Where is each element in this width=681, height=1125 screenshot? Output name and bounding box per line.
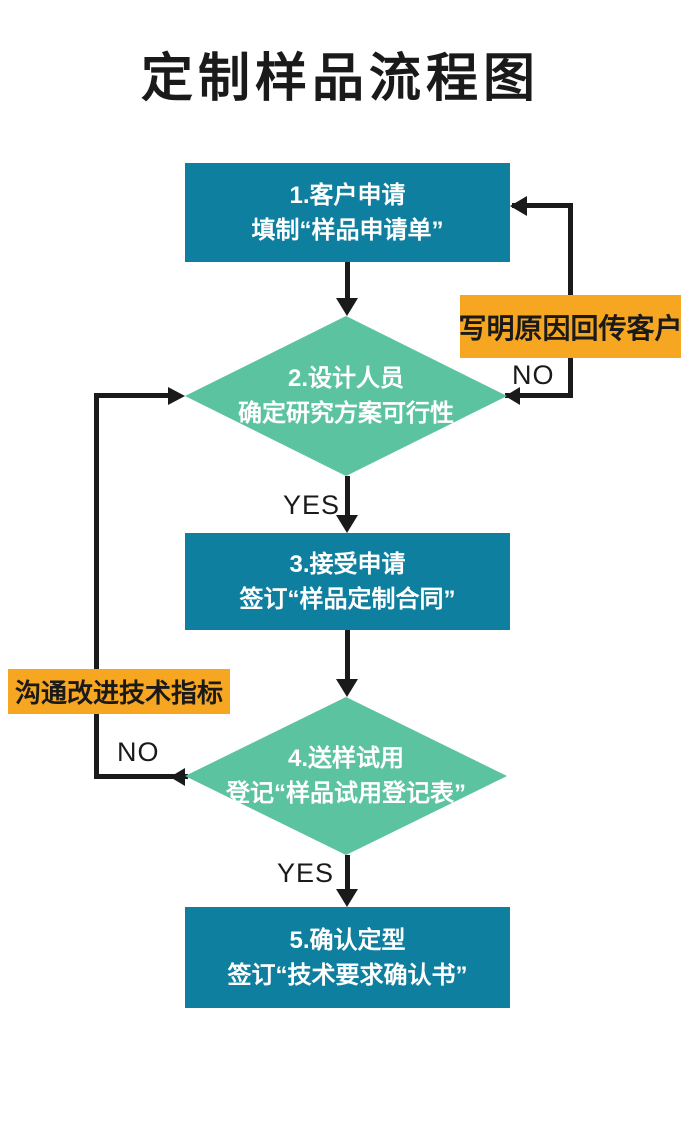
step4-label-line1: 4.送样试用 bbox=[287, 745, 404, 772]
page-title: 定制样品流程图 bbox=[140, 51, 540, 108]
arrowhead-into-decision2-left-tip bbox=[168, 387, 185, 405]
decision-step-2-feasibility: 2.设计人员 确定研究方案可行性 bbox=[185, 316, 507, 476]
decision2-no-label: NO bbox=[512, 360, 555, 390]
arrowhead-at-decision4-left-tip bbox=[170, 768, 185, 786]
step3-label-line1: 3.接受申请 bbox=[289, 550, 406, 578]
connector-no-loop-into-step1 bbox=[512, 203, 573, 208]
decision2-yes-label: YES bbox=[283, 490, 341, 520]
step3-label-line2: 签订“样品定制合同” bbox=[239, 585, 456, 613]
arrowhead-down-into-decision4 bbox=[336, 679, 358, 697]
decision4-no-label: NO bbox=[117, 737, 160, 767]
process-step-5-confirm-finalization: 5.确认定型 签订“技术要求确认书” bbox=[185, 907, 510, 1008]
step4-label-line2: 登记“样品试用登记表” bbox=[226, 780, 466, 807]
decision4-yes-label: YES bbox=[277, 858, 335, 888]
connector-decision2-no-horizontal bbox=[505, 393, 573, 398]
annotation-return-reason-to-customer: 写明原因回传客户 bbox=[459, 295, 681, 358]
process-step-3-accept-application: 3.接受申请 签订“样品定制合同” bbox=[185, 533, 510, 630]
connector-no-loop-into-decision2 bbox=[94, 393, 172, 398]
step2-label-line1: 2.设计人员 bbox=[287, 365, 404, 392]
step5-label-line2: 签订“技术要求确认书” bbox=[227, 961, 468, 989]
step1-label-line1: 1.客户申请 bbox=[289, 181, 406, 209]
arrowhead-down-into-decision2 bbox=[336, 298, 358, 316]
step5-label-line1: 5.确认定型 bbox=[289, 926, 406, 954]
connector-decision4-yes bbox=[345, 855, 350, 890]
connector-step1-to-decision2 bbox=[345, 262, 350, 300]
step1-label-line2: 填制“样品申请单” bbox=[251, 216, 444, 244]
arrowhead-down-into-step5 bbox=[336, 889, 358, 907]
connector-decision4-no-horizontal bbox=[96, 774, 188, 779]
connector-decision4-no-vertical bbox=[94, 393, 99, 779]
step2-label-line2: 确定研究方案可行性 bbox=[238, 400, 454, 427]
arrowhead-at-decision2-right-tip bbox=[505, 387, 520, 405]
connector-decision2-yes bbox=[345, 476, 350, 515]
connector-step3-to-decision4 bbox=[345, 630, 350, 680]
decision-step-4-sample-trial: 4.送样试用 登记“样品试用登记表” bbox=[185, 697, 507, 855]
arrowhead-into-step1 bbox=[510, 196, 527, 216]
annotation-communicate-improve-specs: 沟通改进技术指标 bbox=[8, 669, 230, 714]
process-step-1-customer-application: 1.客户申请 填制“样品申请单” bbox=[185, 163, 510, 262]
arrowhead-down-into-step3 bbox=[336, 515, 358, 533]
